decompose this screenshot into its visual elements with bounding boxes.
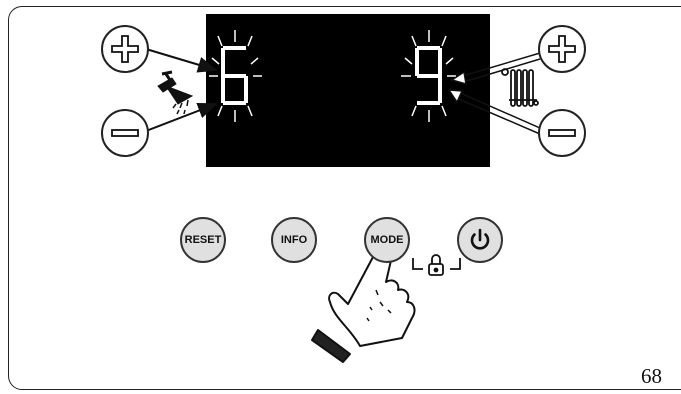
pointing-hand-icon xyxy=(312,247,414,362)
mode-label: MODE xyxy=(371,234,404,246)
minus-icon xyxy=(103,111,147,155)
info-button[interactable]: INFO xyxy=(271,217,317,263)
power-icon xyxy=(466,226,494,254)
shower-tap-icon xyxy=(158,72,192,114)
dhw-minus-button[interactable] xyxy=(101,109,149,157)
heating-temperature-digit xyxy=(417,48,440,103)
plus-icon xyxy=(540,27,584,71)
padlock-icon xyxy=(413,255,460,275)
heating-plus-button[interactable] xyxy=(538,25,586,73)
reset-label: RESET xyxy=(185,234,222,246)
radiator-icon xyxy=(502,69,538,106)
mode-button[interactable]: MODE xyxy=(364,217,410,263)
dhw-plus-button[interactable] xyxy=(101,25,149,73)
arrow-dhw-minus xyxy=(146,104,216,131)
page-number: 68 xyxy=(641,364,662,389)
arrow-dhw-plus xyxy=(146,49,216,70)
heating-minus-button[interactable] xyxy=(538,109,586,157)
dhw-temperature-digit xyxy=(223,48,246,103)
power-button[interactable] xyxy=(457,217,503,263)
reset-button[interactable]: RESET xyxy=(180,217,226,263)
info-label: INFO xyxy=(281,234,307,246)
minus-icon xyxy=(540,111,584,155)
plus-icon xyxy=(103,27,147,71)
